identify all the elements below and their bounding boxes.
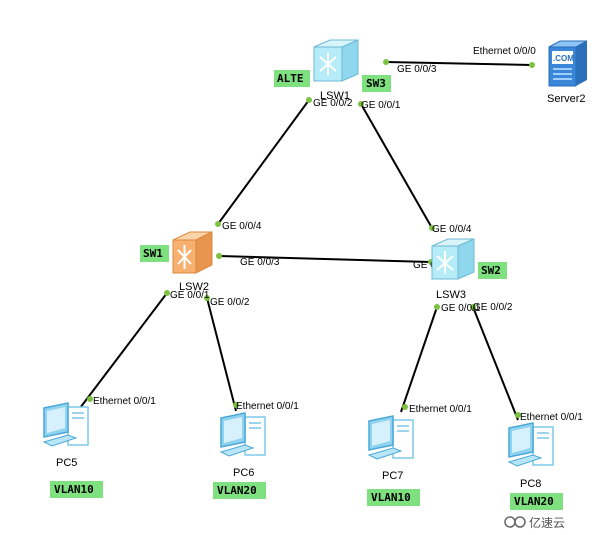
port-dot	[215, 221, 221, 227]
port-label: GE 0/0/1	[361, 100, 401, 111]
device-label: PC7	[382, 470, 403, 482]
port-dot	[87, 396, 93, 402]
port-label: GE 0/0/4	[222, 221, 262, 232]
port-label: GE 0/0/2	[313, 98, 353, 109]
pc-icon	[367, 415, 414, 460]
device-label: PC5	[56, 457, 77, 469]
device-label: PC6	[233, 467, 254, 479]
tag-pc5: VLAN10	[50, 481, 103, 498]
link-lsw2-pc5[interactable]	[79, 292, 168, 409]
svg-text:SW3: SW3	[366, 77, 386, 90]
port-label: GE 0/0/3	[397, 64, 437, 75]
port-label: GE 0/0/4	[432, 224, 472, 235]
device-lsw1[interactable]: LSW1	[313, 39, 359, 102]
watermark-text: 亿速云	[529, 515, 565, 530]
port-dot	[402, 404, 408, 410]
port-dot	[429, 225, 435, 231]
link-lsw1-lsw3[interactable]	[360, 103, 433, 229]
port-label: GE 0/0/1	[441, 303, 481, 314]
port-label: GE 0/0/2	[210, 297, 250, 308]
port-dot	[204, 295, 210, 301]
port-dot	[358, 101, 364, 107]
port-dot	[434, 304, 440, 310]
port-label: Ethernet 0/0/0	[473, 46, 536, 57]
port-dot	[529, 62, 535, 68]
svg-text:VLAN20: VLAN20	[514, 495, 554, 508]
tag-lsw3: SW2	[478, 262, 507, 279]
link-lsw3-pc7[interactable]	[400, 306, 438, 413]
device-label: PC8	[520, 478, 541, 490]
tag-lsw1: SW3	[362, 75, 391, 92]
tag-lsw1-extra: ALTE	[274, 70, 310, 87]
port-dot	[216, 253, 222, 259]
watermark: 亿速云	[504, 515, 565, 530]
device-pc5[interactable]: PC5	[42, 402, 89, 469]
pc-icon	[42, 402, 89, 447]
port-dot	[383, 59, 389, 65]
device-label: LSW1	[320, 90, 350, 102]
svg-text:VLAN10: VLAN10	[54, 483, 94, 496]
device-label: LSW3	[436, 289, 466, 301]
device-lsw2[interactable]: LSW2	[172, 231, 213, 293]
port-dot	[233, 402, 239, 408]
svg-text:VLAN20: VLAN20	[217, 484, 257, 497]
link-lsw1-server2[interactable]	[385, 61, 533, 66]
tags: ALTE SW3 SW1 SW2 VLAN10 VLAN20 VLAN10 V	[50, 70, 563, 510]
pc-icon	[219, 412, 266, 457]
device-label: LSW2	[179, 281, 209, 293]
link-lsw2-pc6[interactable]	[206, 297, 237, 412]
svg-text:SW1: SW1	[143, 247, 163, 260]
device-pc6[interactable]: PC6	[219, 412, 266, 479]
server-screen-text: .COM	[553, 54, 574, 63]
port-label: GE 0/0/3	[240, 257, 280, 268]
port-label: GE 0/0/1	[170, 290, 210, 301]
svg-text:ALTE: ALTE	[277, 72, 304, 85]
tag-pc6: VLAN20	[213, 482, 266, 499]
port-label: Ethernet 0/0/1	[236, 401, 299, 412]
port-dot	[515, 412, 521, 418]
links	[79, 61, 533, 421]
device-lsw3[interactable]: LSW3	[431, 238, 475, 301]
device-pc7[interactable]: PC7	[367, 415, 414, 482]
tag-lsw2: SW1	[140, 245, 169, 262]
device-pc8[interactable]: PC8	[507, 422, 554, 490]
l3-switch-icon	[431, 238, 475, 280]
port-dot	[306, 97, 312, 103]
l3-switch-icon	[313, 39, 359, 82]
port-dot	[164, 290, 170, 296]
port-dot	[470, 304, 476, 310]
link-lsw2-lsw3[interactable]	[218, 255, 432, 263]
device-label: Server2	[547, 93, 586, 105]
tag-pc8: VLAN20	[510, 493, 563, 510]
link-lsw3-pc8[interactable]	[472, 306, 519, 421]
link-lsw1-lsw2[interactable]	[217, 99, 310, 225]
port-label: Ethernet 0/0/1	[93, 396, 156, 407]
port-label: GE 0/0/2	[473, 302, 513, 313]
port-label: Ethernet 0/0/1	[409, 404, 472, 415]
pc-icon	[507, 422, 554, 467]
server-icon: .COM	[548, 40, 588, 87]
svg-text:VLAN10: VLAN10	[371, 491, 411, 504]
port-label: Ethernet 0/0/1	[520, 412, 583, 423]
tag-pc7: VLAN10	[367, 489, 420, 506]
svg-text:SW2: SW2	[481, 264, 501, 277]
l2-switch-icon	[172, 231, 213, 274]
port-labels: GE 0/0/3 Ethernet 0/0/0 GE 0/0/2 GE 0/0/…	[93, 46, 583, 423]
device-server2[interactable]: .COM Server2	[547, 40, 588, 105]
port-dots	[87, 59, 535, 418]
watermark-logo-icon	[504, 516, 526, 528]
